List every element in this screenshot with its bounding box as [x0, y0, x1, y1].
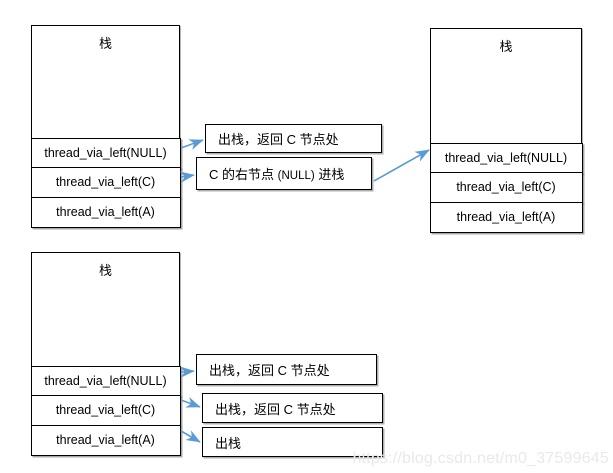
- stack-row-thread-via-left-null[interactable]: thread_via_left(NULL): [30, 365, 181, 397]
- stack-top-left-rows: thread_via_left(NULL) thread_via_left(C)…: [30, 137, 181, 228]
- stack-bottom-left-rows: thread_via_left(NULL) thread_via_left(C)…: [30, 365, 181, 456]
- stack-row-thread-via-left-a[interactable]: thread_via_left(A): [429, 201, 583, 233]
- stack-bottom-left-header: 栈: [98, 263, 112, 278]
- stack-top-right-header: 栈: [499, 39, 513, 54]
- stack-row-thread-via-left-c[interactable]: thread_via_left(C): [429, 172, 583, 203]
- note-text-after: 进栈: [318, 167, 345, 182]
- note-pop-return-c-bottom-2-label: 出栈，返回 C 节点处: [215, 401, 336, 417]
- stack-row-thread-via-left-null[interactable]: thread_via_left(NULL): [30, 137, 181, 169]
- note-pop-return-c-bottom-2[interactable]: 出栈，返回 C 节点处: [202, 393, 383, 423]
- note-pop-return-c-top-label: 出栈，返回 C 节点处: [218, 132, 339, 147]
- note-pop-label: 出栈: [215, 435, 242, 451]
- note-pop-return-c-bottom-1[interactable]: 出栈，返回 C 节点处: [196, 354, 377, 385]
- stack-row-thread-via-left-a[interactable]: thread_via_left(A): [30, 196, 181, 228]
- stack-row-thread-via-left-a[interactable]: thread_via_left(A): [30, 424, 181, 456]
- arrow-bottomleft-c-to-note2: [180, 397, 201, 408]
- note-text-before: C 的右节点: [209, 167, 275, 182]
- note-c-right-child-push[interactable]: C 的右节点 (NULL) 进栈: [196, 157, 372, 190]
- arrow-bottomleft-null-to-note1: [180, 366, 195, 378]
- csdn-watermark: https://blog.csdn.net/m0_37599645: [352, 450, 609, 467]
- stack-row-thread-via-left-c[interactable]: thread_via_left(C): [30, 167, 181, 198]
- arrow-note2-to-topright-null: [373, 149, 430, 182]
- stack-top-right-rows: thread_via_left(NULL) thread_via_left(C)…: [429, 142, 583, 233]
- stack-top-left-header: 栈: [98, 36, 112, 51]
- stack-top-right: 栈 thread_via_left(NULL) thread_via_left(…: [429, 28, 583, 233]
- note-text-null: (NULL): [277, 170, 315, 182]
- note-pop[interactable]: 出栈: [202, 427, 383, 457]
- arrow-bottomleft-a-to-note3: [180, 430, 201, 443]
- stack-row-thread-via-left-null[interactable]: thread_via_left(NULL): [429, 142, 583, 174]
- note-pop-return-c-bottom-1-label: 出栈，返回 C 节点处: [209, 363, 330, 378]
- note-pop-return-c-top[interactable]: 出栈，返回 C 节点处: [205, 124, 382, 153]
- stack-bottom-left: 栈 thread_via_left(NULL) thread_via_left(…: [30, 252, 181, 456]
- stack-top-left: 栈 thread_via_left(NULL) thread_via_left(…: [30, 25, 181, 228]
- arrow-topleft-c-to-note2: [179, 171, 195, 183]
- arrow-topleft-null-to-note1: [180, 139, 204, 150]
- note-c-right-child-push-label: C 的右节点 (NULL) 进栈: [209, 164, 344, 183]
- stack-row-thread-via-left-c[interactable]: thread_via_left(C): [30, 395, 181, 426]
